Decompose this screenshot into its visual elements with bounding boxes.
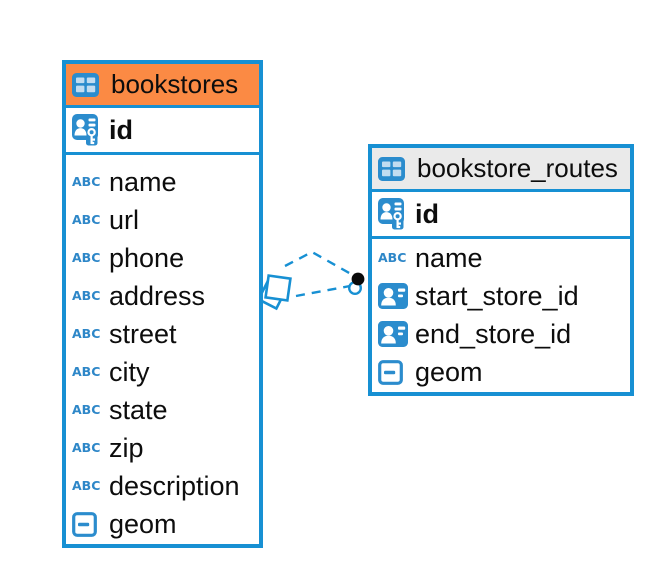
text-type-icon: ABC: [378, 249, 407, 265]
text-type-icon: ABC: [72, 325, 101, 341]
text-type-icon: ABC: [72, 211, 101, 227]
column-row[interactable]: start_store_id: [372, 277, 630, 315]
column-name: address: [109, 280, 206, 311]
text-type-icon: ABC: [72, 363, 101, 379]
column-name: geom: [109, 508, 177, 539]
text-type-icon: ABC: [72, 173, 101, 189]
column-row[interactable]: ABC phone: [66, 239, 259, 277]
relationship-diamond-marker[interactable]: [256, 274, 292, 311]
table-title: bookstores: [111, 69, 239, 99]
geometry-type-icon: [378, 360, 408, 385]
column-name: state: [109, 394, 168, 425]
column-row[interactable]: geom: [372, 353, 630, 391]
column-name: phone: [109, 242, 185, 273]
column-name: zip: [109, 432, 144, 463]
text-type-icon: ABC: [72, 477, 101, 493]
column-name: name: [415, 242, 483, 273]
primary-key-row[interactable]: id: [66, 108, 259, 155]
text-type-icon: ABC: [72, 439, 101, 455]
person-key-icon: [72, 114, 102, 146]
person-key-icon: [378, 198, 408, 230]
relationship-line-upper: [284, 250, 352, 276]
entity-bookstores[interactable]: bookstores id ABC name ABC url ABC phone…: [62, 60, 263, 548]
relationship-lines[interactable]: [284, 250, 352, 298]
text-type-icon: ABC: [72, 401, 101, 417]
column-row[interactable]: ABC address: [66, 277, 259, 315]
geometry-type-icon: [72, 512, 102, 537]
entity-bookstore-routes[interactable]: bookstore_routes id ABC name start_store…: [368, 144, 634, 396]
column-row[interactable]: ABC street: [66, 315, 259, 353]
column-row[interactable]: ABC url: [66, 201, 259, 239]
column-row[interactable]: ABC name: [372, 239, 630, 277]
foreign-key-icon: [378, 283, 408, 309]
column-name: description: [109, 470, 240, 501]
column-list: ABC name ABC url ABC phone ABC address A…: [66, 155, 259, 543]
column-name: id: [109, 114, 133, 145]
relationship-dot-marker[interactable]: [348, 272, 365, 296]
column-name: city: [109, 356, 150, 387]
foreign-key-icon: [378, 321, 408, 347]
column-name: start_store_id: [415, 280, 579, 311]
column-name: street: [109, 318, 177, 349]
column-name: name: [109, 166, 177, 197]
column-name: geom: [415, 356, 483, 387]
entity-bookstore-routes-header[interactable]: bookstore_routes: [372, 148, 630, 192]
column-row[interactable]: end_store_id: [372, 315, 630, 353]
column-row[interactable]: ABC city: [66, 353, 259, 391]
column-row[interactable]: ABC zip: [66, 429, 259, 467]
primary-key-row[interactable]: id: [372, 192, 630, 239]
column-name: end_store_id: [415, 318, 572, 349]
column-row[interactable]: ABC state: [66, 391, 259, 429]
text-type-icon: ABC: [72, 287, 101, 303]
table-title: bookstore_routes: [417, 153, 618, 183]
column-name: id: [415, 198, 439, 229]
entity-bookstores-header[interactable]: bookstores: [66, 64, 259, 108]
table-icon: [378, 157, 408, 181]
table-icon: [72, 73, 102, 97]
column-row[interactable]: geom: [66, 505, 259, 543]
text-type-icon: ABC: [72, 249, 101, 265]
relationship-line-lower: [295, 284, 351, 298]
column-name: url: [109, 204, 140, 235]
column-row[interactable]: ABC name: [66, 163, 259, 201]
column-row[interactable]: ABC description: [66, 467, 259, 505]
column-list: ABC name start_store_id end_store_id ge: [372, 239, 630, 391]
